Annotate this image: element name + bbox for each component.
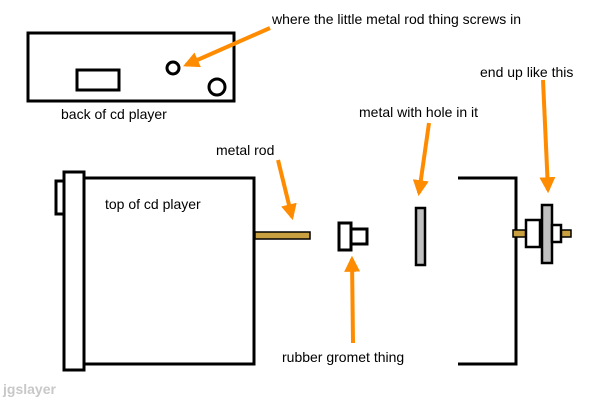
arrow-to-gromet [344, 255, 361, 344]
watermark: jgslayer [3, 381, 56, 397]
rubber-gromet [337, 221, 369, 252]
assembly-bracket [458, 176, 518, 366]
metal-rod [254, 231, 311, 240]
arrow-to-screw-hole [183, 26, 271, 68]
arrow-to-assembled [539, 79, 556, 194]
arrow-to-metal-rod [276, 159, 297, 221]
assembled-part [512, 203, 572, 265]
round-jack [207, 77, 227, 97]
label-gromet: rubber gromet thing [282, 349, 405, 365]
cd-player-top [54, 170, 256, 372]
label-end-up: end up like this [480, 64, 574, 80]
front-panel [62, 170, 86, 372]
player-body [82, 176, 256, 366]
label-metal-hole: metal with hole in it [359, 104, 479, 120]
label-top: top of cd player [105, 196, 201, 212]
metal-plate [414, 206, 427, 267]
screw-hole [165, 60, 181, 76]
cd-player-back [26, 31, 236, 103]
label-metal-rod: metal rod [216, 142, 275, 158]
back-port [75, 68, 121, 92]
label-screws-in: where the little metal rod thing screws … [272, 11, 521, 27]
arrow-to-metal-plate [412, 122, 431, 197]
label-back: back of cd player [61, 106, 167, 122]
